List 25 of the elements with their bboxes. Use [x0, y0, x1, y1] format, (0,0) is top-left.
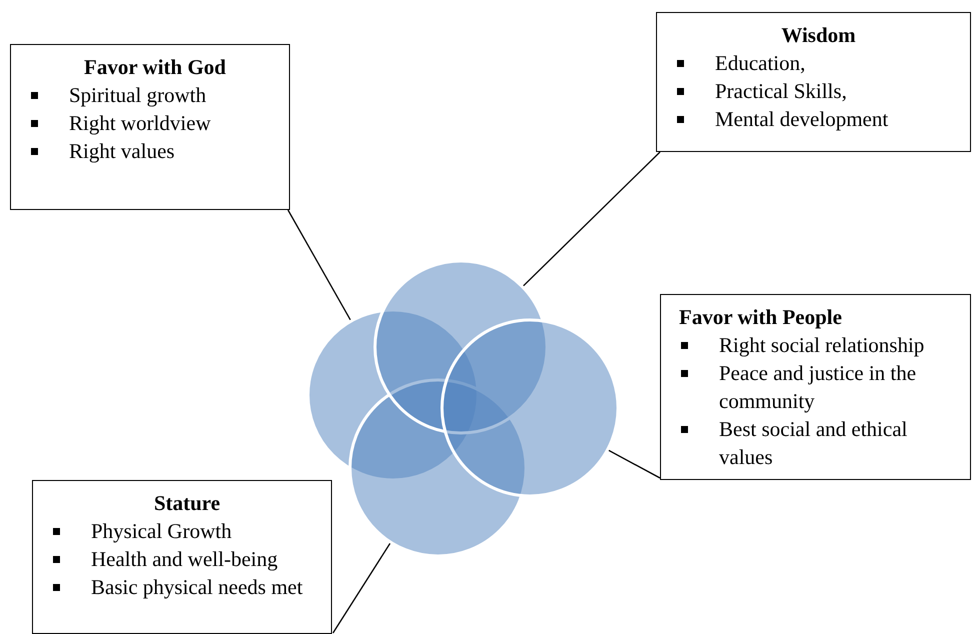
box-heading: Wisdom — [780, 22, 857, 49]
text-box — [660, 294, 971, 480]
connector-line — [287, 210, 352, 322]
bullet-item: Best social and ethical values — [679, 415, 962, 471]
connector-line — [607, 449, 660, 479]
bullet-item: Peace and justice in the community — [679, 359, 962, 415]
box-heading: Favor with People — [679, 304, 843, 331]
connector-line — [522, 152, 660, 288]
circle-shape — [440, 318, 620, 498]
bullet-item: Education, — [675, 49, 962, 77]
bullet-item: Basic physical needs met — [51, 573, 323, 601]
text-box — [10, 44, 290, 210]
bullet-item: Right social relationship — [679, 331, 962, 359]
box-heading: Stature — [152, 490, 222, 517]
box-heading: Favor with God — [83, 54, 227, 81]
bullet-item: Physical Growth — [51, 517, 323, 545]
connector-line — [332, 542, 392, 634]
bullet-item: Spiritual growth — [29, 81, 281, 109]
bullet-item: Practical Skills, — [675, 77, 962, 105]
bullet-item: Right worldview — [29, 109, 281, 137]
bullet-item: Health and well-being — [51, 545, 323, 573]
bullet-item: Mental development — [675, 105, 962, 133]
bullet-item: Right values — [29, 137, 281, 165]
text-box — [656, 12, 971, 152]
text-box — [32, 480, 332, 634]
